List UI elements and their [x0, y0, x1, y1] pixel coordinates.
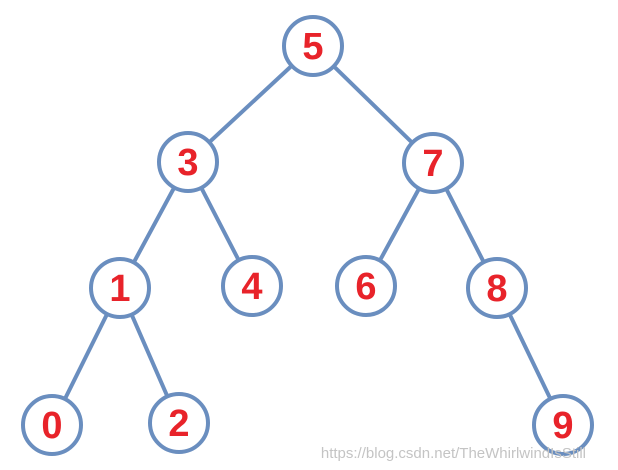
tree-node-circle — [282, 15, 344, 77]
tree-edges — [50, 44, 565, 427]
tree-node-circle — [532, 394, 594, 456]
tree-node-circle — [21, 394, 83, 456]
tree-node-circle — [148, 392, 210, 454]
tree-node-label: 1 — [109, 268, 130, 310]
tree-node-4: 4 — [221, 255, 283, 317]
tree-node-label: 2 — [168, 403, 189, 445]
tree-node-8: 8 — [466, 257, 528, 319]
tree-node-label: 8 — [486, 268, 507, 310]
tree-node-1: 1 — [89, 257, 151, 319]
tree-node-circle — [402, 132, 464, 194]
tree-node-label: 9 — [552, 405, 573, 447]
watermark-text: https://blog.csdn.net/TheWhirlwindIsStil… — [320, 445, 586, 462]
tree-node-circle — [221, 255, 283, 317]
tree-node-0: 0 — [21, 394, 83, 456]
tree-node-label: 3 — [177, 142, 198, 184]
tree-node-9: 9 — [532, 394, 594, 456]
tree-node-2: 2 — [148, 392, 210, 454]
tree-node-label: 6 — [355, 266, 376, 308]
tree-node-label: 4 — [241, 266, 262, 308]
tree-node-6: 6 — [335, 255, 397, 317]
tree-node-7: 7 — [402, 132, 464, 194]
tree-node-label: 0 — [41, 405, 62, 447]
tree-node-5: 5 — [282, 15, 344, 77]
tree-node-circle — [157, 131, 219, 193]
tree-node-circle — [89, 257, 151, 319]
tree-node-circle — [466, 257, 528, 319]
tree-node-label: 5 — [302, 26, 323, 68]
tree-nodes: 5 3 7 1 4 6 8 0 2 9 — [21, 15, 594, 456]
tree-node-circle — [335, 255, 397, 317]
tree-node-label: 7 — [422, 143, 443, 185]
tree-node-3: 3 — [157, 131, 219, 193]
